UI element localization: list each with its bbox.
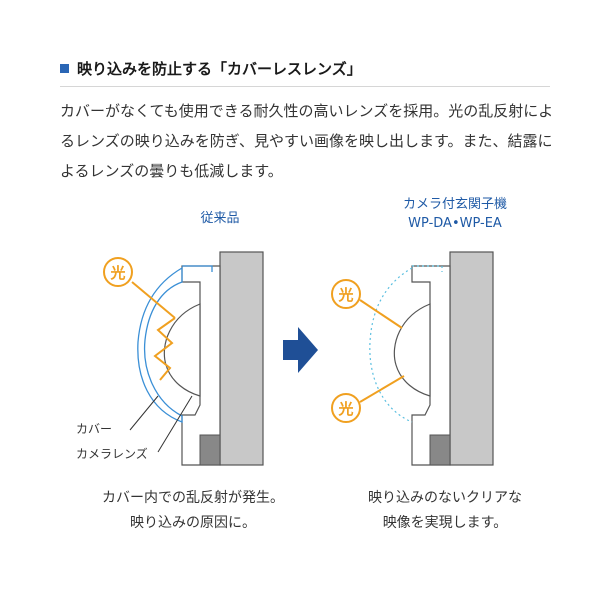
left-lens-cover bbox=[137, 266, 183, 423]
left-caption-line2: 映り込みの原因に。 bbox=[130, 515, 256, 531]
right-light-bottom-label: 光 bbox=[337, 400, 353, 418]
right-ray-bottom bbox=[359, 375, 405, 403]
right-wall-panel bbox=[449, 251, 494, 466]
left-caption-line1: カバー内での乱反射が発生。 bbox=[102, 490, 284, 506]
right-light-bottom-icon bbox=[331, 393, 361, 423]
section-heading: 映り込みを防止する「カバーレスレンズ」 bbox=[60, 56, 362, 80]
left-incoming-ray bbox=[131, 281, 176, 319]
right-dotted-top bbox=[412, 265, 443, 272]
right-housing-base bbox=[429, 434, 451, 466]
right-title-line1: カメラ付玄関子機 bbox=[403, 197, 507, 212]
cover-label: カバー bbox=[76, 422, 112, 436]
right-caption-line1: 映り込みのないクリアな bbox=[368, 490, 522, 506]
left-light-label: 光 bbox=[109, 264, 125, 282]
lens-label: カメラレンズ bbox=[76, 446, 148, 461]
left-housing bbox=[181, 265, 221, 466]
right-ray-top bbox=[359, 299, 403, 329]
heading-divider bbox=[60, 86, 550, 87]
left-camera-lens bbox=[163, 303, 201, 397]
heading-square-icon bbox=[60, 63, 69, 73]
left-housing-base bbox=[199, 434, 221, 466]
right-dotted-outline bbox=[369, 267, 413, 423]
right-caption-line2: 映像を実現します。 bbox=[383, 515, 508, 531]
description-text: カバーがなくても使用できる耐久性の高いレンズを採用。光の乱反射によるレンズの映り… bbox=[60, 102, 554, 180]
right-arrow-icon bbox=[283, 327, 318, 373]
right-light-top-icon bbox=[331, 279, 361, 309]
lens-pointer-line bbox=[157, 395, 193, 453]
left-wall-panel bbox=[219, 251, 264, 466]
right-light-top-label: 光 bbox=[337, 286, 353, 304]
left-title: 従来品 bbox=[200, 211, 239, 226]
right-camera-lens bbox=[393, 303, 431, 397]
left-scatter-reflection bbox=[153, 317, 176, 381]
right-housing bbox=[411, 265, 451, 466]
cover-pointer-line bbox=[129, 395, 159, 431]
right-title-line2: WP-DA•WP-EA bbox=[408, 216, 502, 231]
left-cover-top bbox=[182, 265, 213, 272]
heading-text: 映り込みを防止する「カバーレスレンズ」 bbox=[77, 59, 362, 78]
left-light-icon bbox=[103, 257, 133, 287]
